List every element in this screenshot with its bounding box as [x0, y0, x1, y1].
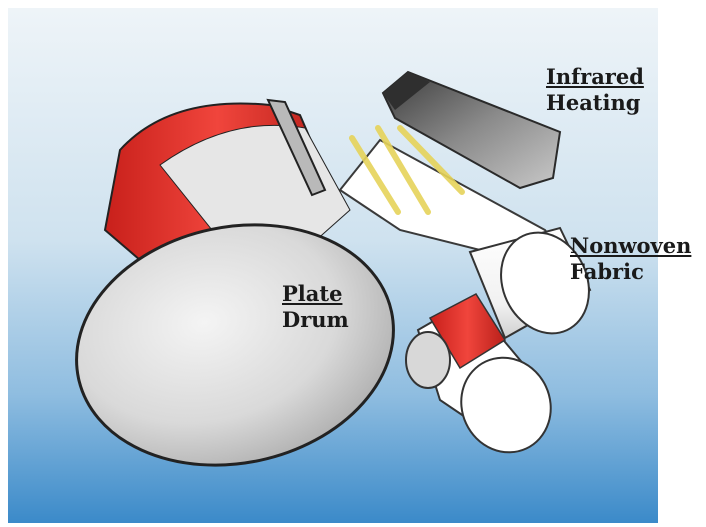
label-nonwoven-fabric: Nonwoven Fabric	[570, 233, 691, 285]
label-infrared-line2: Heating	[546, 90, 644, 116]
label-plate-drum: Plate Drum	[282, 281, 349, 333]
label-plate-line1: Plate	[282, 281, 349, 307]
label-plate-line2: Drum	[282, 307, 349, 333]
label-nonwoven-line1: Nonwoven	[570, 233, 691, 259]
label-infrared-heating: Infrared Heating	[546, 64, 644, 116]
label-infrared-line1: Infrared	[546, 64, 644, 90]
label-nonwoven-line2: Fabric	[570, 259, 691, 285]
